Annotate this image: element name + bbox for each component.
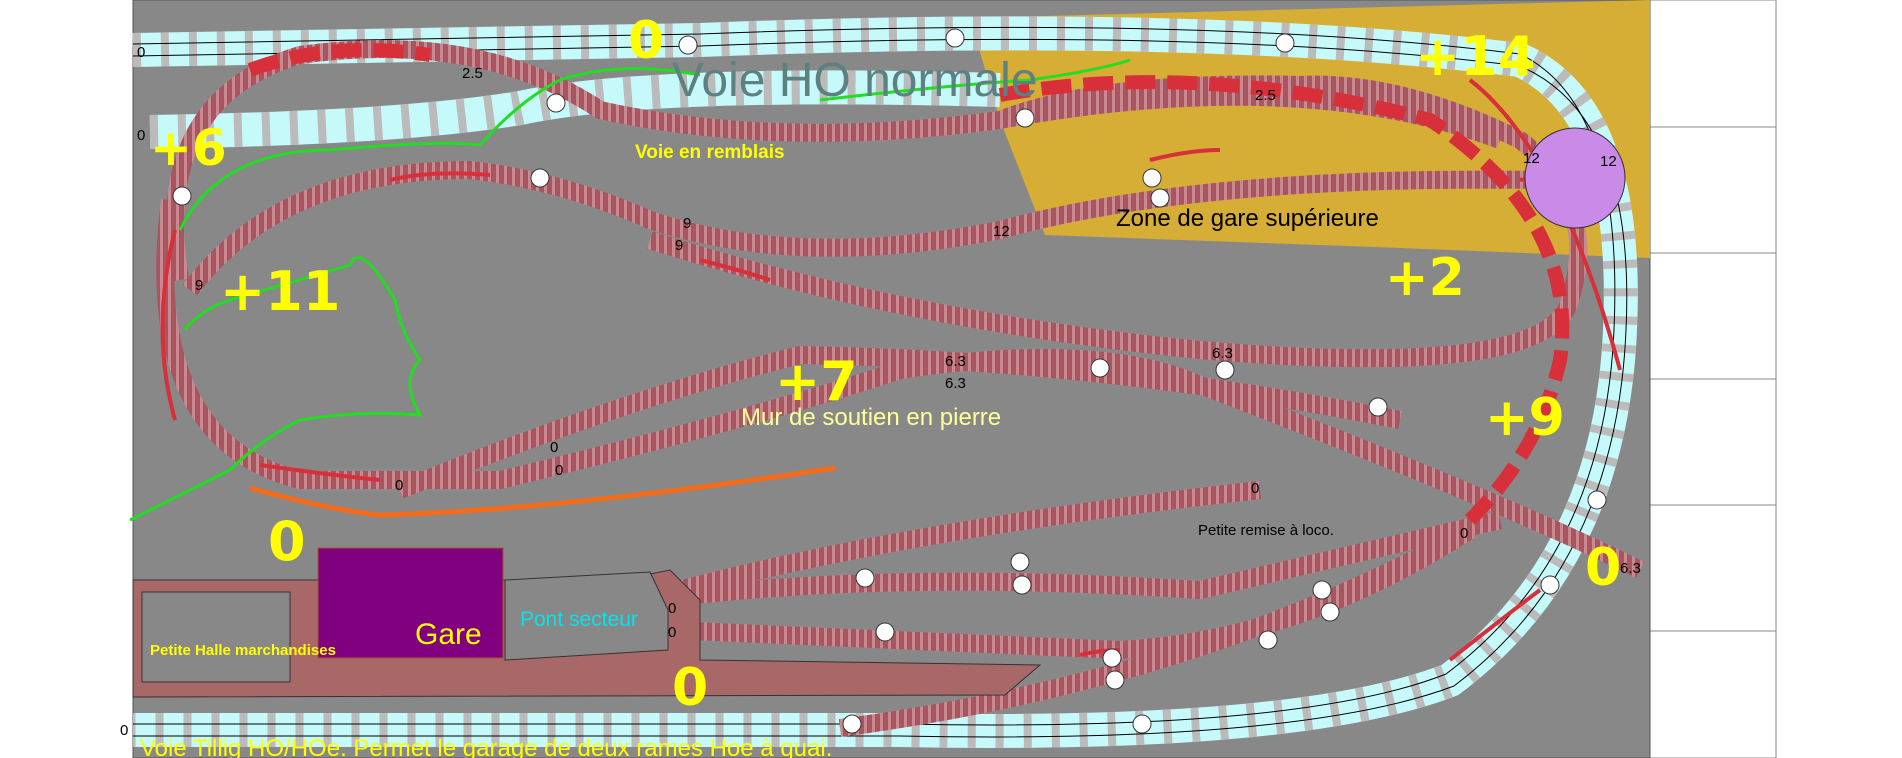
halle-marchandises (141, 591, 291, 683)
grad-1: 2.5 (462, 65, 483, 82)
grad-18: 6.3 (1620, 560, 1641, 577)
grad-3: 9 (195, 277, 203, 294)
turntable (1524, 127, 1626, 229)
grad-16: 0 (1460, 525, 1468, 542)
grad-9: 6.3 (945, 353, 966, 370)
grad-19: 0 (668, 624, 676, 641)
label-gare: Gare (415, 618, 482, 651)
grad-11: 6.3 (1212, 345, 1233, 362)
grad-7: 12 (1523, 150, 1540, 167)
alt-top-zero: 0 (628, 11, 664, 71)
pont-secteur (504, 571, 669, 661)
grad-10: 6.3 (945, 375, 966, 392)
grad-22: 0 (120, 722, 128, 739)
grad-13: 0 (550, 439, 558, 456)
alt-plus14: +14 (1415, 25, 1535, 88)
alt-gare-zero: 0 (268, 510, 306, 573)
grad-8: 12 (1600, 153, 1617, 170)
alt-plus6: +6 (150, 119, 227, 177)
alt-right-zero: 0 (1585, 538, 1621, 598)
alt-plus11: +11 (220, 260, 340, 323)
label-remise: Petite remise à loco. (1198, 522, 1334, 539)
grad-5: 9 (675, 237, 683, 254)
grad-15: 0 (1251, 480, 1259, 497)
alt-plus2: +2 (1385, 248, 1465, 308)
label-pont: Pont secteur (520, 608, 638, 631)
labels: Voie HO normale Voie en remblais Zone de… (140, 54, 1379, 758)
retaining-wall (249, 465, 836, 518)
terrain-lines (129, 58, 1131, 522)
label-zone-gare: Zone de gare supérieure (1116, 205, 1379, 232)
side-grid (1649, 0, 1777, 758)
label-voie-remblais: Voie en remblais (635, 142, 785, 163)
grad-6: 12 (993, 223, 1010, 240)
grad-12: 0 (395, 477, 403, 494)
title-voie-ho: Voie HO normale (672, 54, 1038, 107)
grad-4: 9 (683, 215, 691, 232)
turnouts (172, 28, 1607, 734)
grad-20: 0 (137, 44, 145, 61)
alt-plus7: +7 (775, 350, 858, 413)
gare-building (317, 547, 504, 659)
label-tillig: Voie Tillig HO/HOe. Permet le garage de … (140, 735, 832, 758)
grad-14: 0 (555, 462, 563, 479)
label-mur: Mur de soutien en pierre (741, 404, 1001, 431)
alt-plus9: +9 (1485, 388, 1565, 448)
gradient-marks: 2.5 2.5 9 9 9 12 12 12 6.3 6.3 6.3 0 0 0… (120, 44, 1641, 739)
grad-17: 0 (668, 600, 676, 617)
label-halle: Petite Halle marchandises (150, 642, 336, 659)
alt-bottom-zero: 0 (672, 658, 708, 718)
grad-21: 0 (137, 127, 145, 144)
grad-2: 2.5 (1255, 87, 1276, 104)
altitudes: 0 +6 +11 +14 +2 +7 +9 0 0 0 (150, 11, 1621, 718)
station-area (132, 547, 1042, 698)
